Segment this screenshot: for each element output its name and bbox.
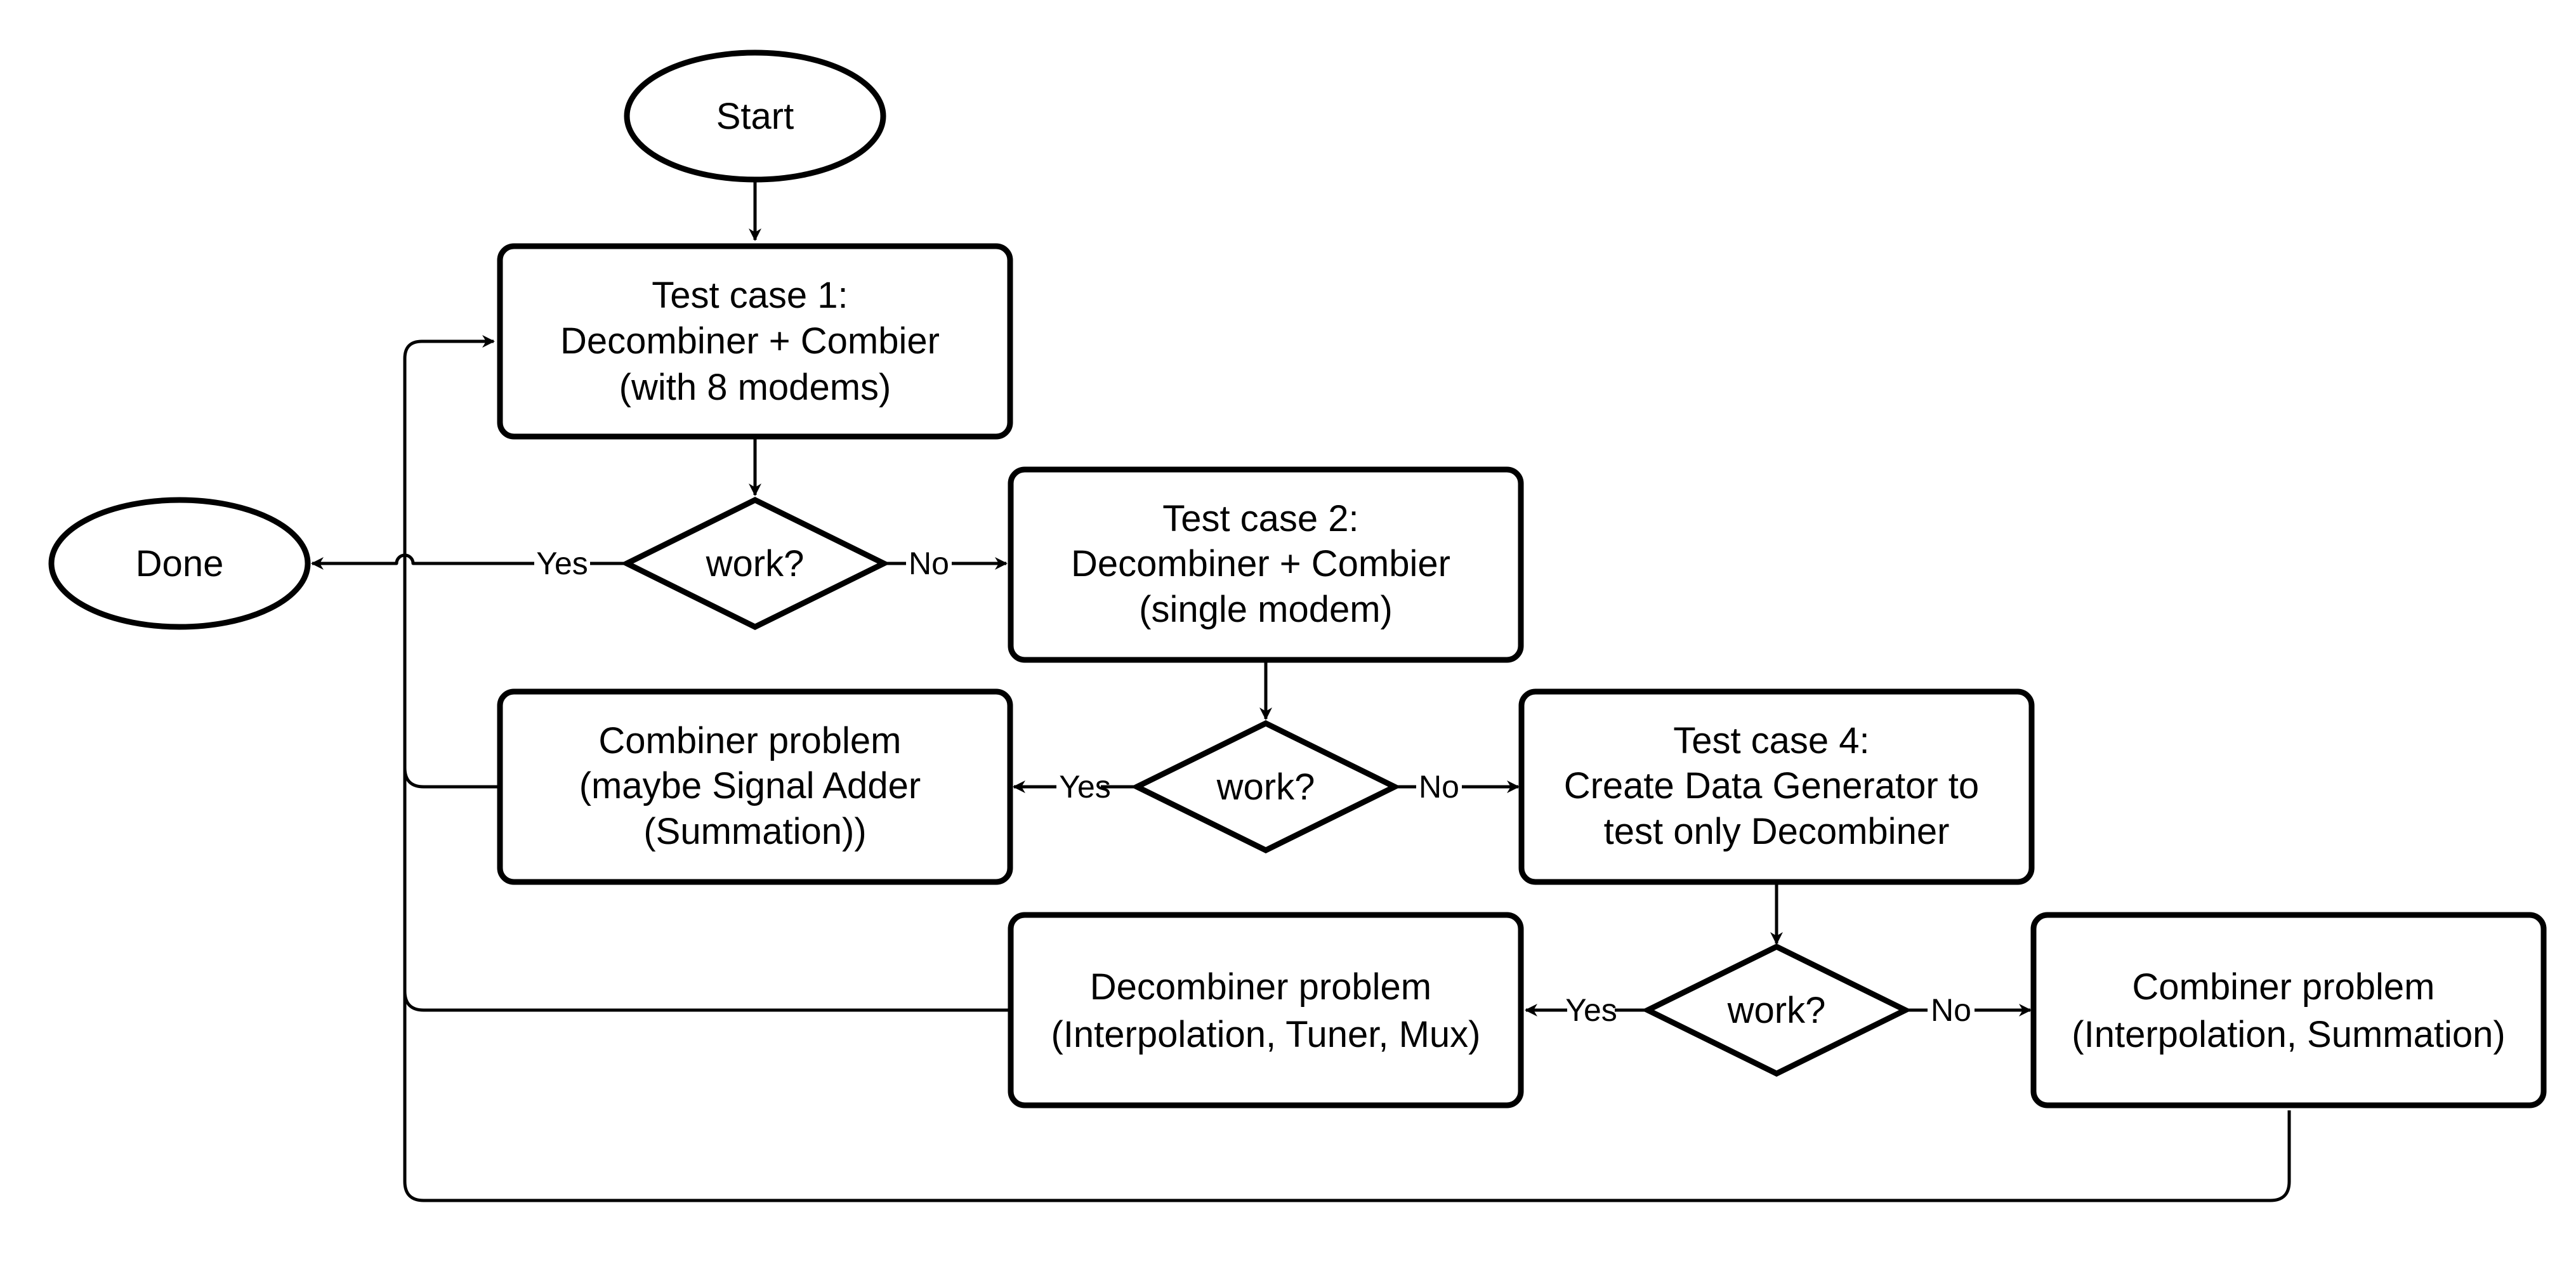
label-work2-no: No	[1419, 769, 1459, 805]
tc1-line-1: Test case 1:	[652, 275, 848, 316]
combiner1-line-2: (maybe Signal Adder	[579, 765, 921, 806]
work2-label: work?	[1216, 766, 1315, 808]
combiner-problem-1-node: Combiner problem (maybe Signal Adder (Su…	[497, 688, 1013, 885]
label-work1-yes: Yes	[536, 546, 588, 581]
tc4-line-1: Test case 4:	[1673, 720, 1869, 761]
decision-work-1: work?	[620, 496, 891, 631]
svg-text:Test case 1: Decombine: Test case 1: Decombiner + Combier (with …	[560, 275, 950, 408]
start-node: Start	[624, 49, 886, 183]
edge-combiner1-to-bus	[403, 767, 498, 789]
combiner-problem-2-node: Combiner problem (Interpolation, Summati…	[2030, 912, 2547, 1108]
done-label: Done	[136, 543, 224, 584]
edge-feedback-bus	[403, 335, 2291, 1202]
decision-work-3: work?	[1641, 943, 1912, 1077]
combiner2-line-1: Combiner problem	[2132, 966, 2435, 1008]
svg-text:work?: work?	[1216, 766, 1315, 808]
tc2-line-1: Test case 2:	[1162, 498, 1358, 539]
work1-label: work?	[706, 543, 805, 584]
tc2-line-3: (single modem)	[1139, 589, 1393, 630]
decombiner-line-1: Decombiner problem	[1090, 966, 1431, 1008]
decombiner-line-2: (Interpolation, Tuner, Mux)	[1051, 1014, 1481, 1055]
combiner1-line-3: (Summation))	[643, 811, 866, 852]
tc4-line-2: Create Data Generator to	[1564, 765, 1979, 806]
svg-text:Combiner problem (Inte: Combiner problem (Interpolation, Summati…	[2072, 966, 2505, 1055]
svg-text:work?: work?	[1727, 990, 1826, 1031]
tc2-line-2: Decombiner + Combier	[1071, 543, 1450, 584]
combiner2-line-2: (Interpolation, Summation)	[2072, 1014, 2505, 1055]
svg-text:Combiner problem (mayb: Combiner problem (maybe Signal Adder (Su…	[579, 720, 931, 852]
label-work2-yes: Yes	[1059, 769, 1111, 805]
svg-text:Done: Done	[136, 543, 224, 584]
svg-text:work?: work?	[706, 543, 805, 584]
test-case-1-node: Test case 1: Decombiner + Combier (with …	[497, 243, 1013, 440]
done-node: Done	[48, 497, 311, 630]
combiner1-line-1: Combiner problem	[598, 720, 901, 761]
tc1-line-3: (with 8 modems)	[619, 367, 891, 408]
decision-work-2: work?	[1130, 720, 1402, 854]
decombiner-problem-node: Decombiner problem (Interpolation, Tuner…	[1008, 912, 1524, 1108]
tc1-line-2: Decombiner + Combier	[560, 320, 940, 362]
svg-text:Decombiner problem (In: Decombiner problem (Interpolation, Tuner…	[1051, 966, 1481, 1055]
edge-decombiner-to-bus	[403, 990, 1011, 1012]
work3-label: work?	[1727, 990, 1826, 1031]
svg-text:Test case 4: Create Da: Test case 4: Create Data Generator to te…	[1564, 720, 1990, 852]
label-work1-no: No	[909, 546, 949, 581]
tc4-line-3: test only Decombiner	[1604, 811, 1950, 852]
start-label: Start	[716, 96, 794, 137]
test-case-4-node: Test case 4: Create Data Generator to te…	[1518, 688, 2035, 885]
label-work3-no: No	[1931, 992, 1971, 1028]
svg-text:Test case 2: Decombine: Test case 2: Decombiner + Combier (singl…	[1071, 498, 1461, 630]
test-case-2-node: Test case 2: Decombiner + Combier (singl…	[1008, 466, 1524, 663]
svg-text:Start: Start	[716, 96, 794, 137]
label-work3-yes: Yes	[1565, 992, 1617, 1028]
